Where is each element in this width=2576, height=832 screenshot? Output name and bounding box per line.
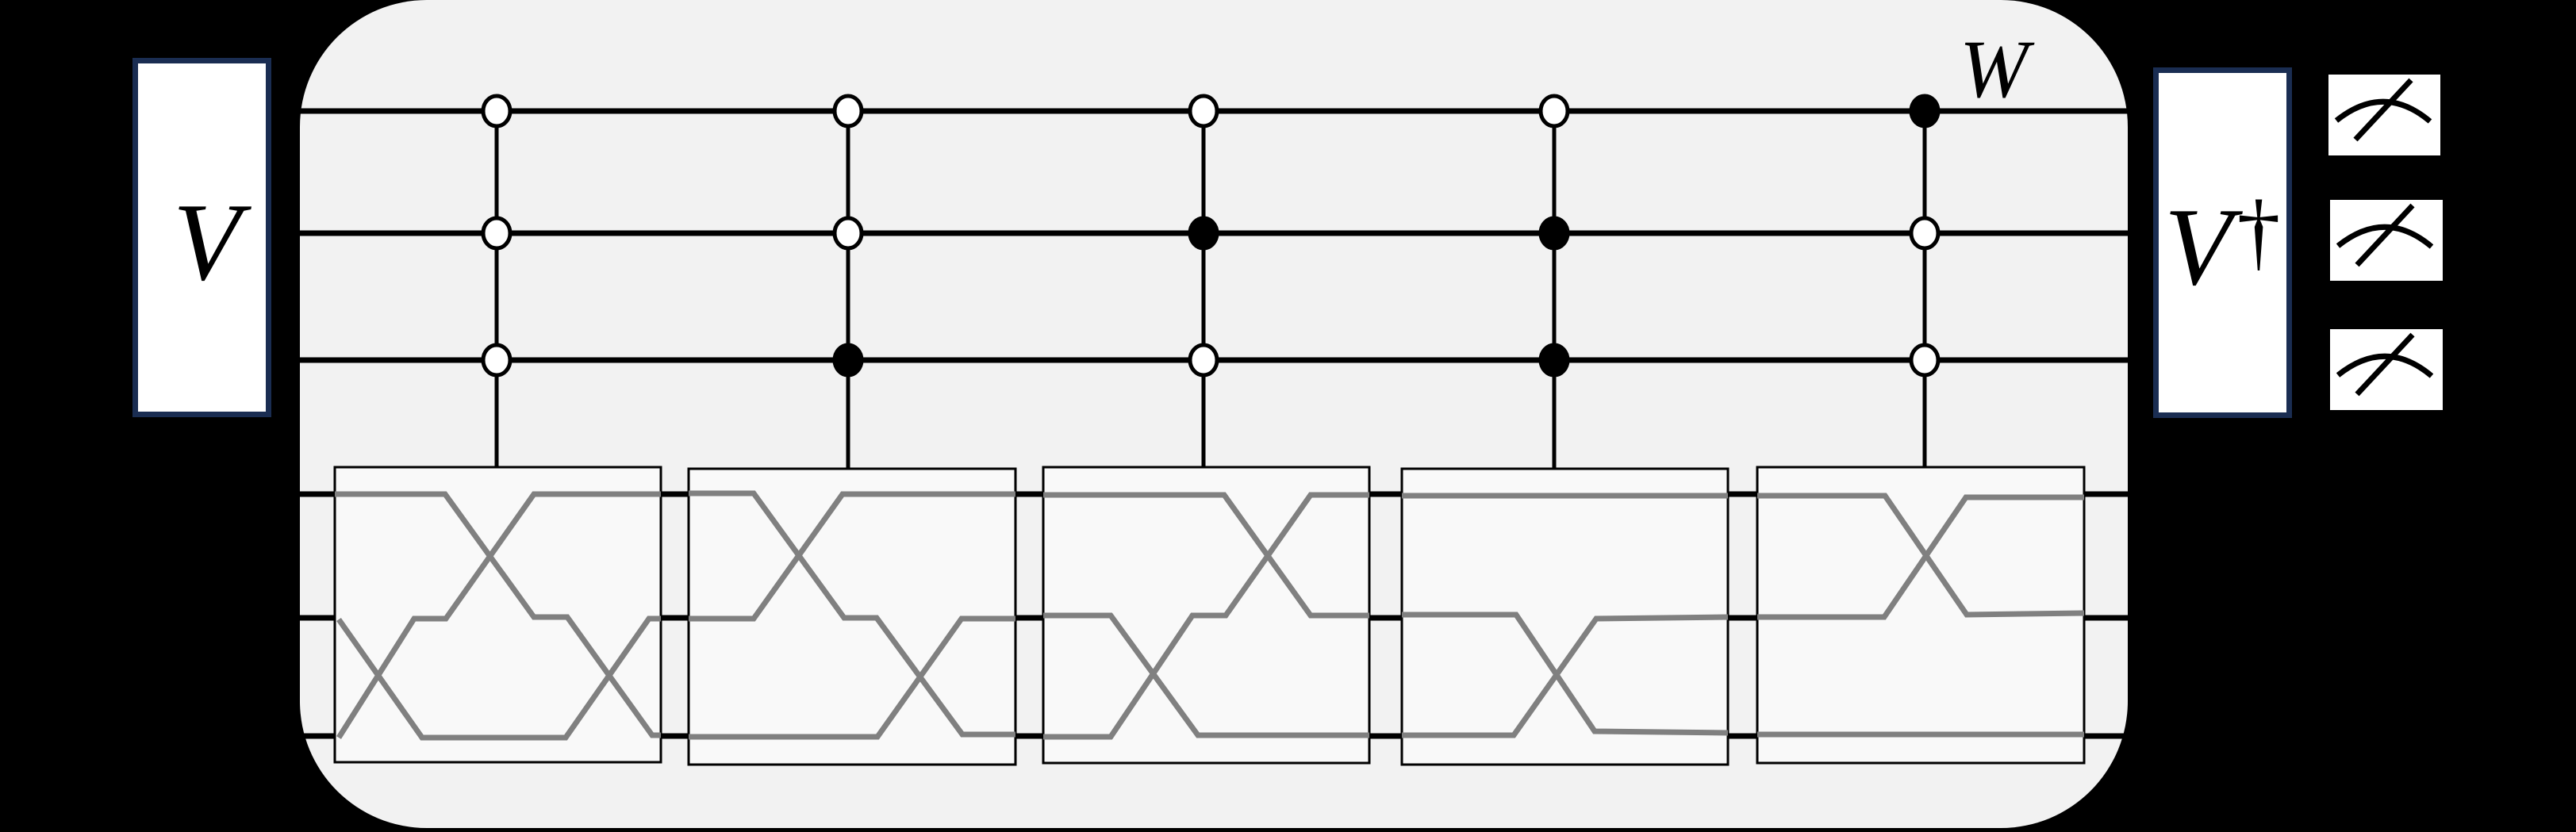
- meter-arc-icon: [2336, 224, 2434, 249]
- open-control-dot: [832, 216, 864, 251]
- filled-control-dot: [1188, 216, 1219, 251]
- permutation-box-2: [687, 467, 1017, 766]
- meter-arc-icon: [2334, 98, 2432, 124]
- open-control-dot: [1188, 343, 1219, 378]
- meter-needle-icon: [2355, 203, 2415, 267]
- control-columns: [481, 94, 1941, 378]
- permutation-path-1: [335, 491, 661, 738]
- measurement-3: [2330, 329, 2443, 410]
- filled-control-dot: [1909, 94, 1941, 128]
- v-dagger-base: V: [2164, 186, 2232, 309]
- dagger-symbol: †: [2236, 182, 2281, 279]
- measurements: [2328, 75, 2443, 410]
- single-gates: [132, 58, 2292, 418]
- open-control-dot: [1538, 94, 1570, 128]
- permutation-path-3: [1402, 614, 1729, 738]
- permutation-box-frame: [333, 466, 662, 764]
- open-control-dot: [481, 94, 513, 128]
- v-dagger-gate-label: V†: [2164, 187, 2281, 303]
- open-control-dot: [1188, 94, 1219, 128]
- filled-control-dot: [1538, 216, 1570, 251]
- measurement-1: [2328, 75, 2440, 155]
- filled-control-dot: [832, 343, 864, 378]
- measurement-2: [2330, 200, 2443, 281]
- permutation-path-2: [1757, 494, 2084, 620]
- permutation-path-3: [689, 615, 1015, 740]
- filled-control-dot: [1538, 343, 1570, 378]
- open-control-dot: [1909, 216, 1941, 251]
- permutation-path-3: [336, 491, 661, 739]
- permutation-box-1: [333, 466, 662, 764]
- permutation-box-3: [1042, 466, 1371, 765]
- open-control-dot: [1909, 343, 1941, 378]
- meter-arc-icon: [2336, 353, 2434, 378]
- w-label: W: [1960, 24, 2029, 115]
- v-dagger-gate-box: [2153, 67, 2292, 418]
- v-gate-label: V: [173, 181, 241, 304]
- permutation-path-1: [689, 490, 1015, 738]
- open-control-dot: [481, 343, 513, 378]
- open-control-dot: [481, 216, 513, 251]
- permutation-path-2: [689, 491, 1015, 622]
- v-gate-box: [132, 58, 271, 417]
- permutation-path-3: [1043, 492, 1369, 740]
- meter-needle-icon: [2355, 332, 2415, 397]
- permutation-box-5: [1756, 466, 2086, 765]
- meter-needle-icon: [2353, 78, 2413, 142]
- permutation-path-2: [336, 615, 661, 741]
- open-control-dot: [832, 94, 864, 128]
- permutation-box-4: [1400, 467, 1729, 766]
- permutation-boxes: [333, 466, 2086, 766]
